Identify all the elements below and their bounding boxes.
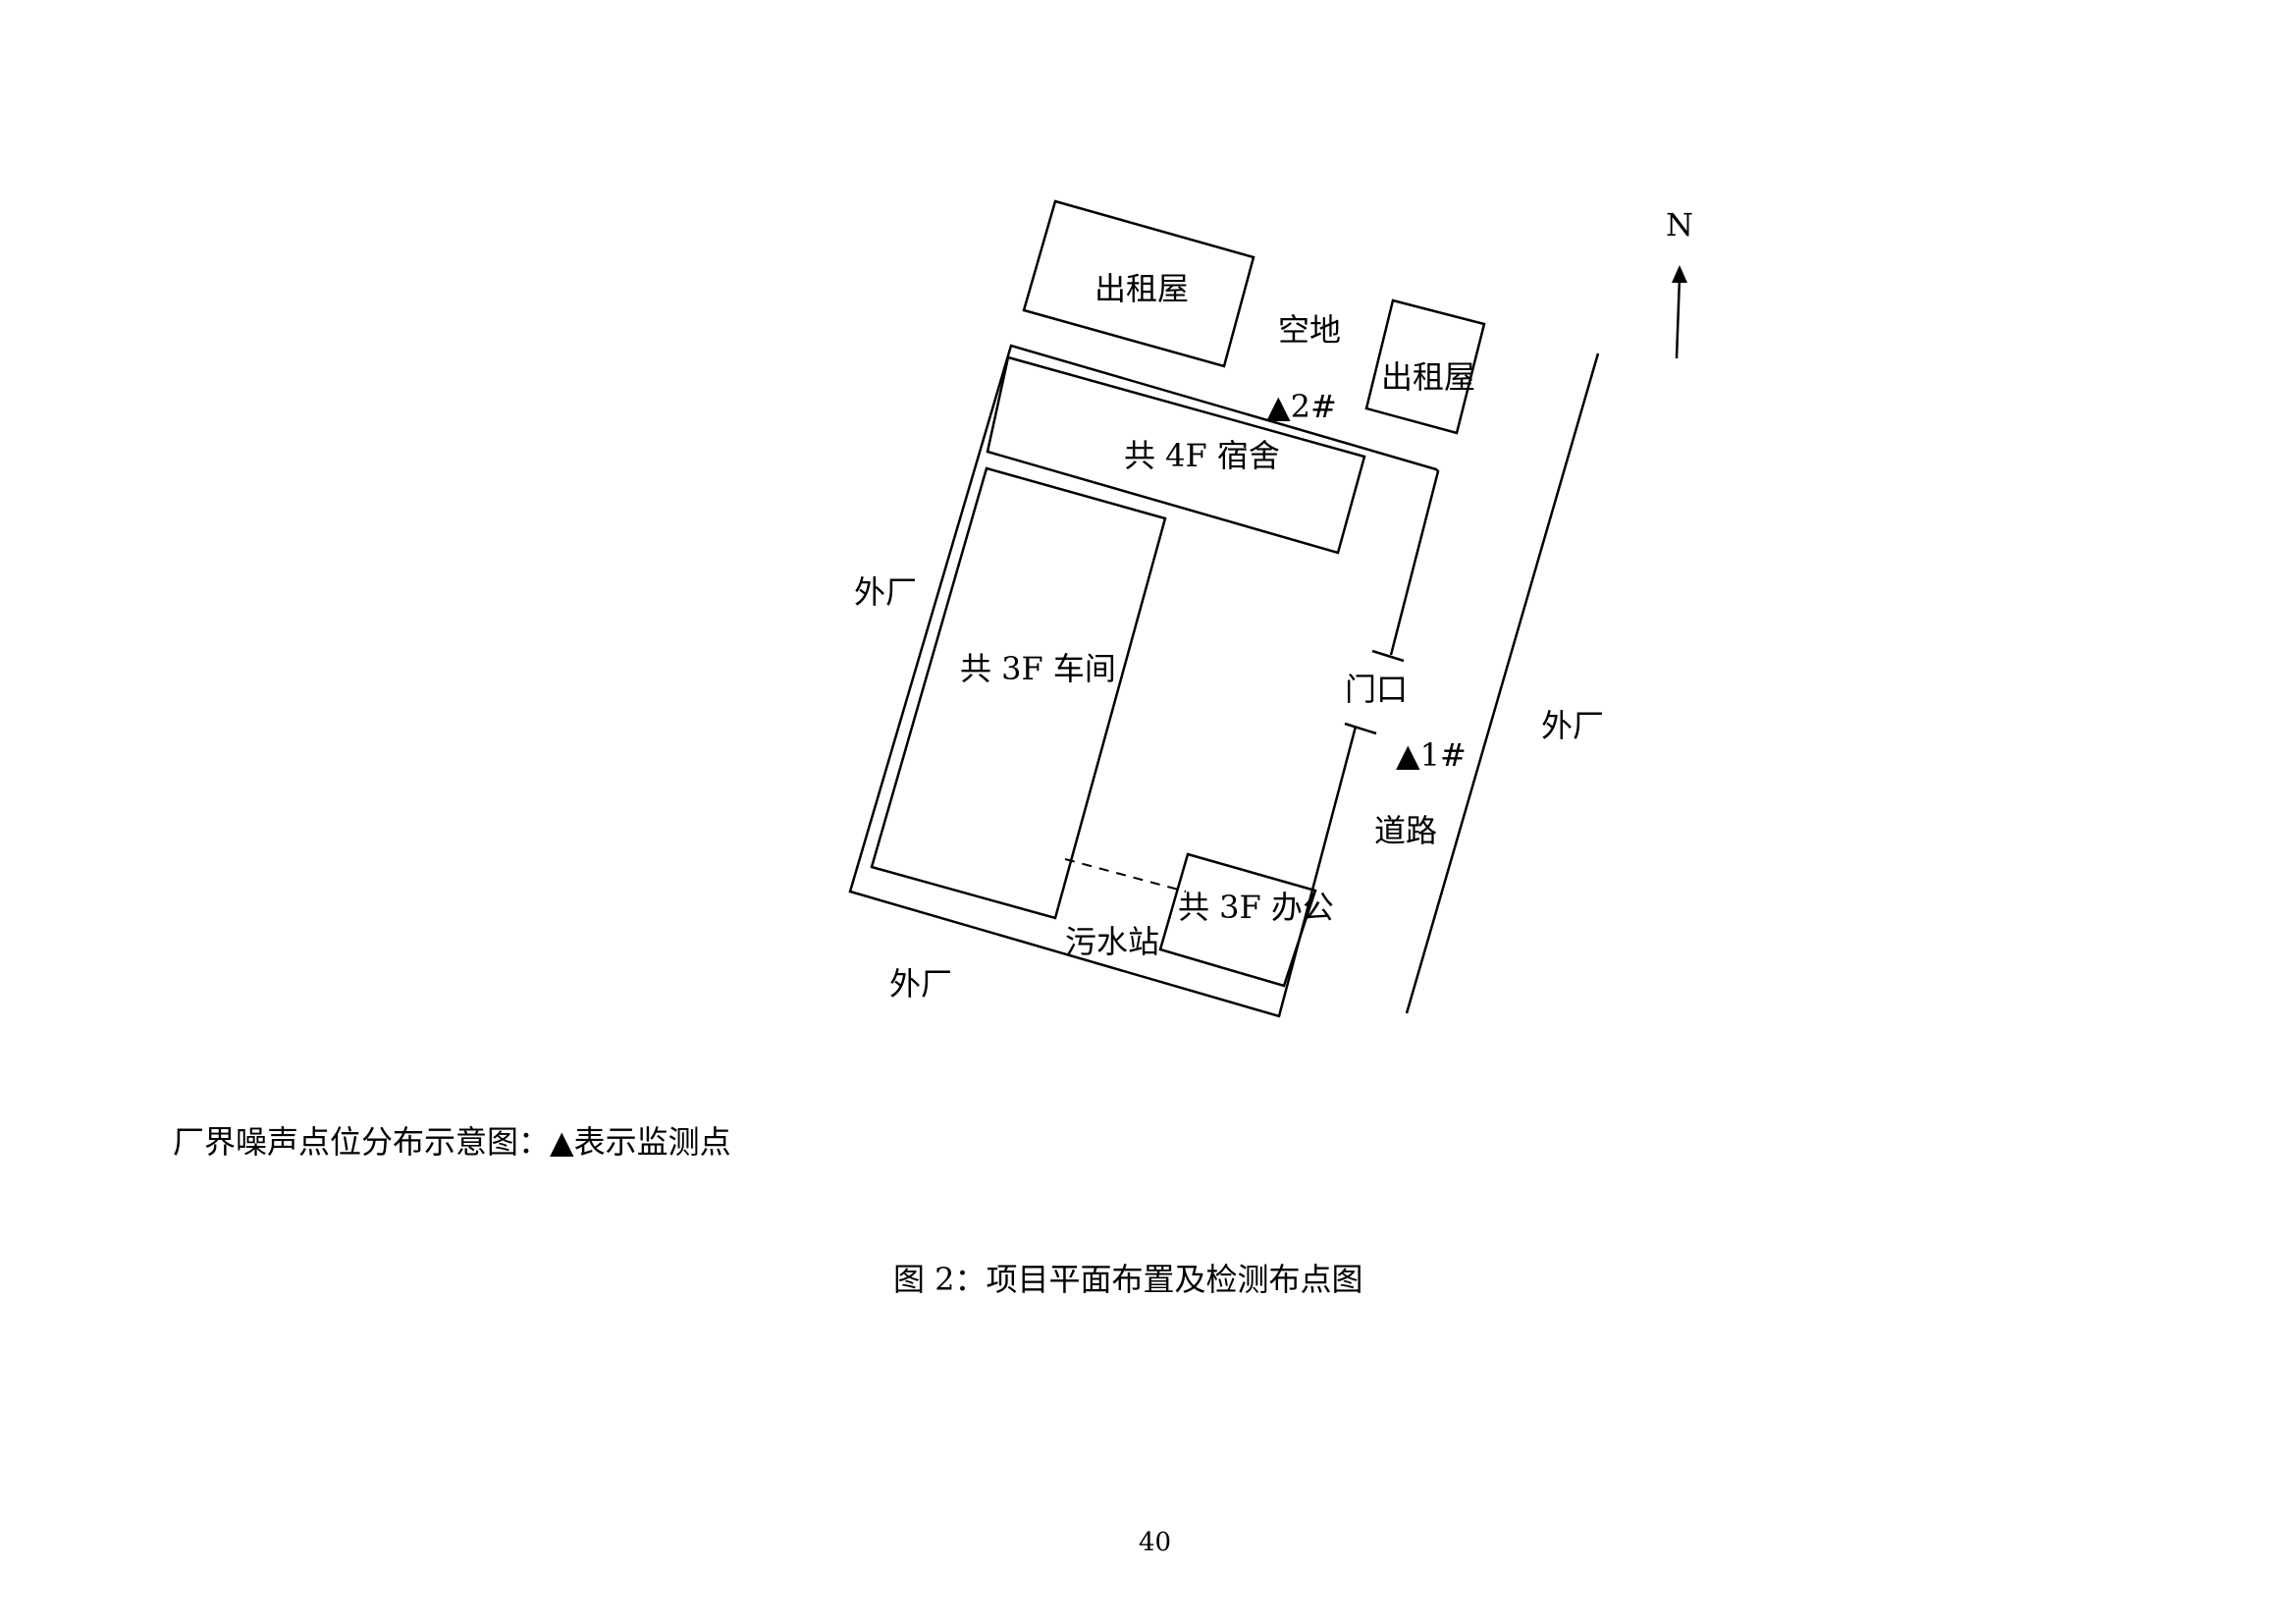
dormitory-label: 共 4F 宿舍 [1124,437,1280,474]
road-label: 道路 [1374,812,1437,849]
workshop-outline [870,466,1167,920]
rental-house-top-label: 出租屋 [1095,270,1189,307]
office-label: 共 3F 办公 [1178,889,1334,926]
gate-tick-upper [1371,649,1405,663]
sewage-station-label: 污水站 [1065,923,1159,960]
page-number: 40 [1139,1528,1172,1557]
factory-boundary [848,344,1440,1018]
outside-factory-bottom-label: 外厂 [889,965,952,1002]
workshop-label: 共 3F 车间 [960,650,1116,687]
sewage-pipe-dashed-line [1064,858,1187,893]
rental-house-right-label: 出租屋 [1381,358,1475,396]
dormitory-outline [986,355,1366,555]
road-line [1405,352,1600,1014]
gate-label: 门口 [1345,671,1408,708]
rental-house-top-outline [1022,199,1255,368]
north-arrow-icon [1672,265,1687,283]
north-label: N [1666,206,1693,244]
office-outline [1158,852,1317,988]
legend-note: 厂界噪声点位分布示意图：▲表示监测点 [173,1123,731,1161]
north-arrow-shaft [1675,276,1682,359]
figure-caption: 图 2：项目平面布置及检测布点图 [893,1261,1363,1298]
gate-tick-lower [1344,722,1377,735]
open-space-label: 空地 [1278,311,1341,349]
outside-factory-left-label: 外厂 [854,573,917,611]
monitoring-point-2: ▲2# [1266,388,1337,425]
rental-house-right-outline [1364,298,1486,435]
outside-factory-right-label: 外厂 [1541,707,1604,744]
monitoring-point-1: ▲1# [1396,736,1467,774]
